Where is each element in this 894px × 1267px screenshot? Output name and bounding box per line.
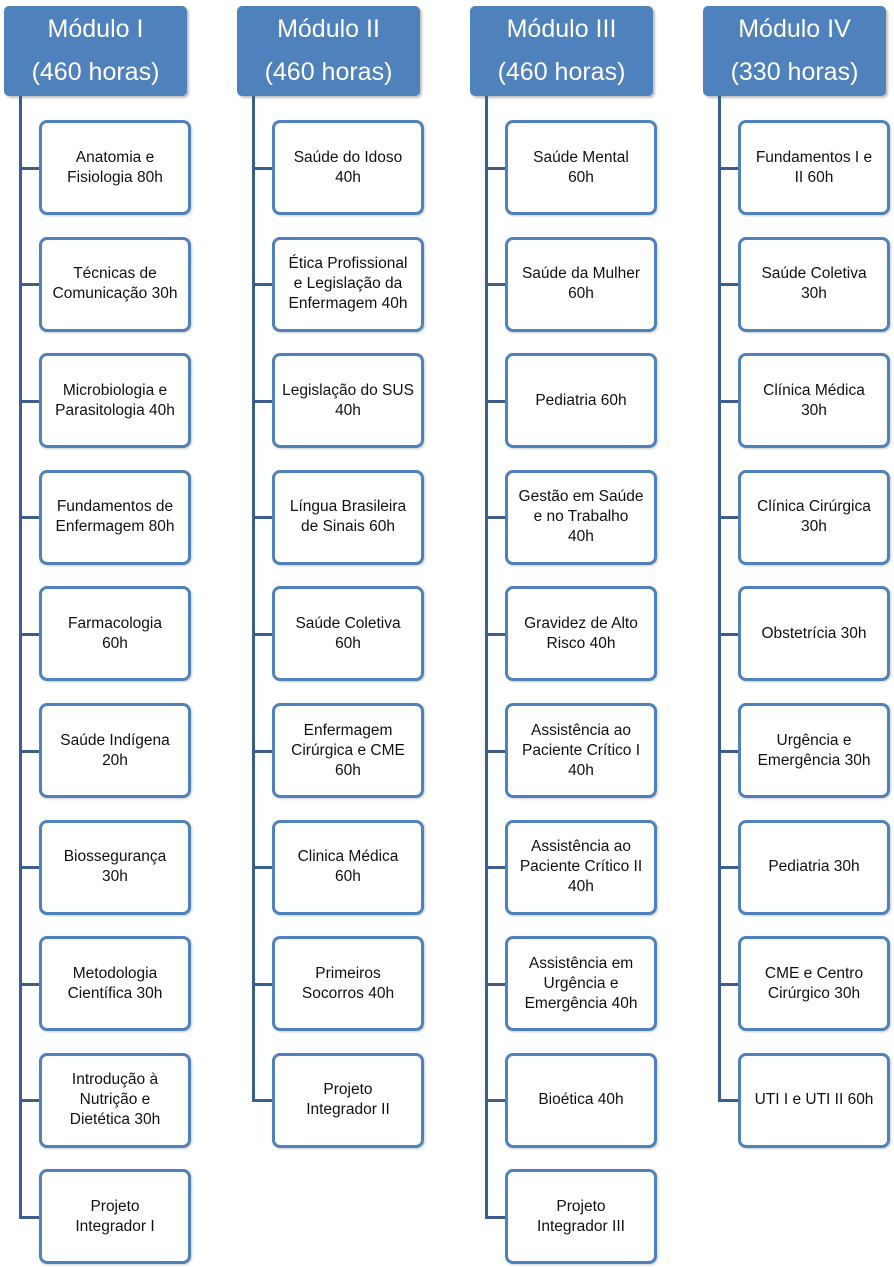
connector-horizontal <box>718 399 738 403</box>
course-box: Legislação do SUS 40h <box>272 353 424 449</box>
connector-horizontal <box>485 283 505 287</box>
module-hours: (460 horas) <box>497 58 626 86</box>
course-box: Projeto Integrador II <box>272 1052 424 1148</box>
connector-horizontal <box>252 866 272 870</box>
connector-horizontal <box>718 283 738 287</box>
course-box: Enfermagem Cirúrgica e CME 60h <box>272 703 424 798</box>
course-box: Fundamentos de Enfermagem 80h <box>39 469 191 565</box>
course-box: Bioética 40h <box>505 1052 657 1148</box>
course-box: Biossegurança 30h <box>39 819 191 915</box>
course-box: Projeto Integrador I <box>39 1169 191 1265</box>
course-box: Gravidez de Alto Risco 40h <box>505 586 657 682</box>
connector-horizontal <box>19 166 39 170</box>
course-box: UTI I e UTI II 60h <box>738 1052 890 1148</box>
connector-horizontal <box>252 1099 272 1103</box>
connector-horizontal <box>718 866 738 870</box>
connector-vertical <box>252 96 255 1103</box>
connector-horizontal <box>252 749 272 753</box>
connector-horizontal <box>252 516 272 520</box>
connector-horizontal <box>485 1099 505 1103</box>
course-box: Projeto Integrador III <box>505 1169 657 1265</box>
course-box: Gestão em Saúde e no Trabalho 40h <box>505 469 657 565</box>
course-box: Pediatria 60h <box>505 353 657 449</box>
course-box: Farmacologia 60h <box>39 586 191 682</box>
course-box: Assistência em Urgência e Emergência 40h <box>505 936 657 1032</box>
connector-horizontal <box>19 516 39 520</box>
connector-horizontal <box>19 632 39 636</box>
connector-horizontal <box>718 516 738 520</box>
connector-horizontal <box>252 283 272 287</box>
module-header-2: Módulo II (460 horas) <box>237 6 420 96</box>
course-box: Assistência ao Paciente Crítico II 40h <box>505 819 657 915</box>
connector-horizontal <box>19 749 39 753</box>
connector-horizontal <box>19 1099 39 1103</box>
connector-horizontal <box>718 1099 738 1103</box>
connector-horizontal <box>485 399 505 403</box>
course-box: Microbiologia e Parasitologia 40h <box>39 353 191 449</box>
course-box: Obstetrícia 30h <box>738 586 890 682</box>
course-box: Pediatria 30h <box>738 819 890 915</box>
module-hours: (460 horas) <box>31 58 160 86</box>
connector-horizontal <box>19 1215 39 1219</box>
course-box: Língua Brasileira de Sinais 60h <box>272 469 424 565</box>
connector-horizontal <box>485 1215 505 1219</box>
course-box: Saúde da Mulher 60h <box>505 236 657 332</box>
module-title: Módulo III <box>506 15 617 43</box>
course-box: Primeiros Socorros 40h <box>272 936 424 1032</box>
connector-vertical <box>485 96 488 1219</box>
connector-horizontal <box>485 516 505 520</box>
module-header-3: Módulo III (460 horas) <box>470 6 653 96</box>
connector-horizontal <box>718 749 738 753</box>
connector-horizontal <box>252 982 272 986</box>
connector-vertical <box>19 96 22 1219</box>
course-box: Anatomia e Fisiologia 80h <box>39 120 191 215</box>
module-hours: (330 horas) <box>730 58 859 86</box>
connector-horizontal <box>252 399 272 403</box>
module-header-1: Módulo I (460 horas) <box>4 6 187 96</box>
module-header-4: Módulo IV (330 horas) <box>703 6 886 96</box>
connector-horizontal <box>19 866 39 870</box>
module-title: Módulo I <box>47 15 144 43</box>
course-box: Saúde do Idoso 40h <box>272 120 424 215</box>
course-box: Saúde Coletiva 60h <box>272 586 424 682</box>
connector-horizontal <box>718 166 738 170</box>
connector-horizontal <box>485 166 505 170</box>
course-box: Técnicas de Comunicação 30h <box>39 236 191 332</box>
course-box: Clínica Médica 30h <box>738 353 890 449</box>
connector-horizontal <box>252 166 272 170</box>
connector-horizontal <box>718 632 738 636</box>
module-hours: (460 horas) <box>264 58 393 86</box>
course-box: Fundamentos I e II 60h <box>738 120 890 215</box>
connector-horizontal <box>485 982 505 986</box>
course-box: Clinica Médica 60h <box>272 819 424 915</box>
course-box: Saúde Indígena 20h <box>39 703 191 798</box>
course-box: Saúde Mental 60h <box>505 120 657 215</box>
connector-horizontal <box>718 982 738 986</box>
course-box: Clínica Cirúrgica 30h <box>738 469 890 565</box>
course-box: Saúde Coletiva 30h <box>738 236 890 332</box>
connector-horizontal <box>485 749 505 753</box>
course-box: Urgência e Emergência 30h <box>738 703 890 798</box>
connector-horizontal <box>19 283 39 287</box>
connector-horizontal <box>19 399 39 403</box>
course-box: Metodologia Científica 30h <box>39 936 191 1032</box>
module-title: Módulo IV <box>738 15 851 43</box>
module-title: Módulo II <box>277 15 380 43</box>
connector-horizontal <box>485 866 505 870</box>
course-box: Ética Profissional e Legislação da Enfer… <box>272 236 424 332</box>
course-box: CME e Centro Cirúrgico 30h <box>738 936 890 1032</box>
connector-horizontal <box>19 982 39 986</box>
connector-horizontal <box>485 632 505 636</box>
connector-horizontal <box>252 632 272 636</box>
course-box: Introdução à Nutrição e Dietética 30h <box>39 1052 191 1148</box>
connector-vertical <box>718 96 721 1103</box>
course-box: Assistência ao Paciente Crítico I 40h <box>505 703 657 798</box>
